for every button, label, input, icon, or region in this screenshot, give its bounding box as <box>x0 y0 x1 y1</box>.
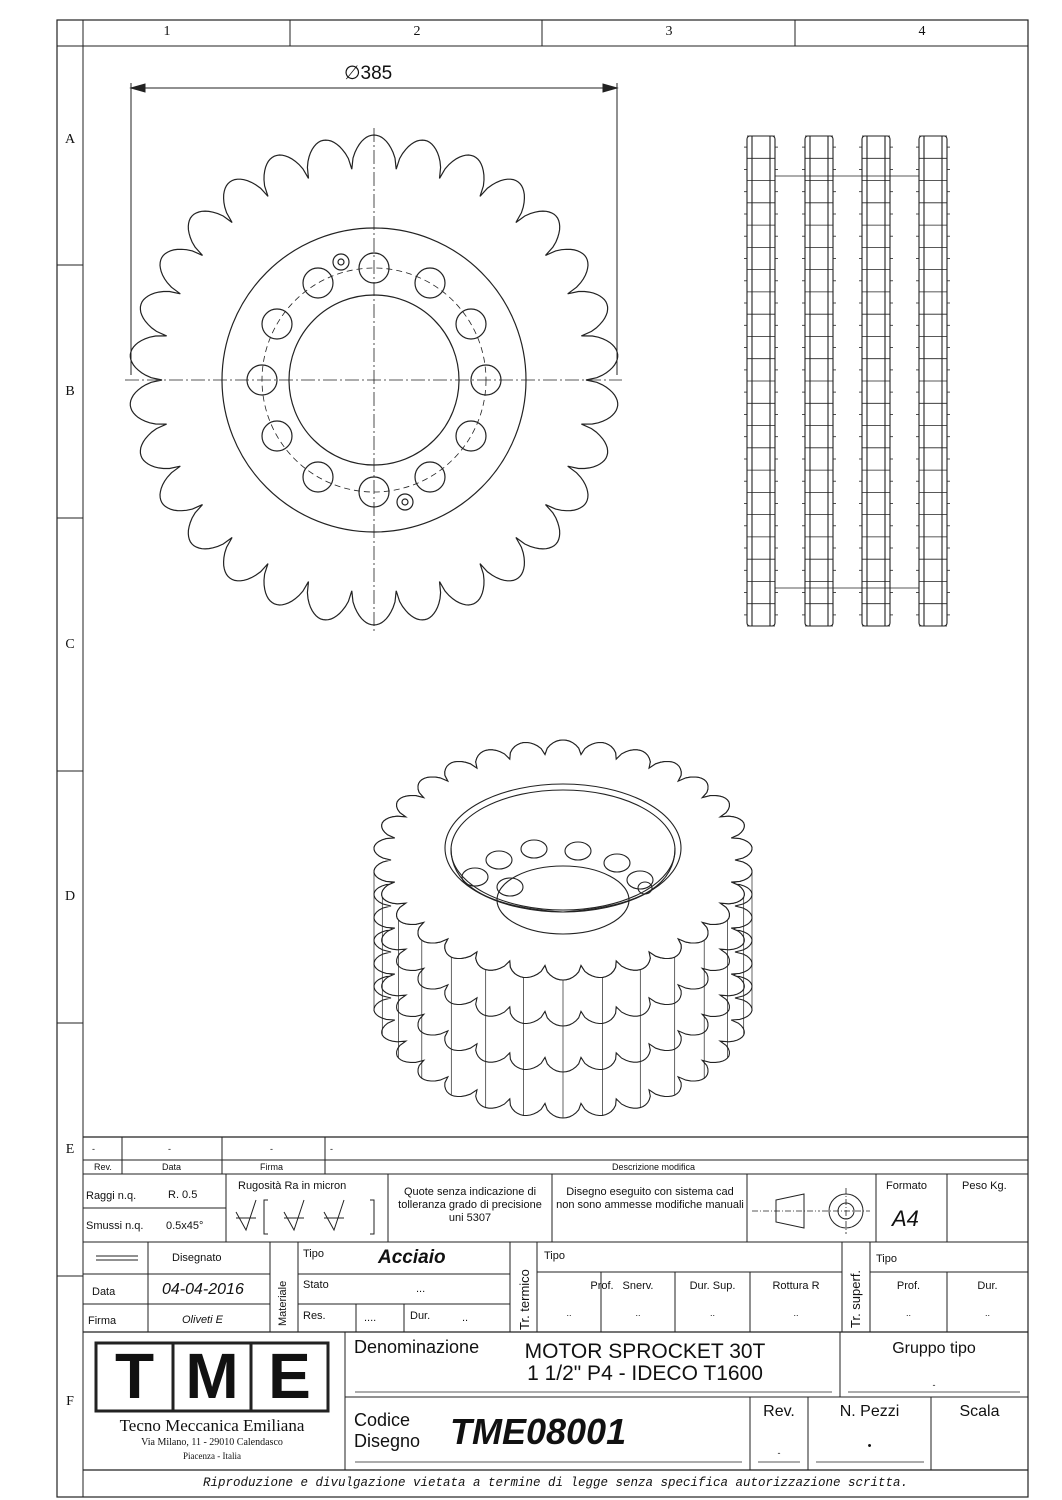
sprocket-front-view <box>125 128 622 632</box>
revision-cell: - <box>330 1144 333 1154</box>
thermal-depth-value: .. <box>566 1308 572 1318</box>
scale-label: Scala <box>959 1403 1000 1420</box>
piece-count-value: • <box>867 1440 872 1452</box>
thermal-surface-hardness-value: .. <box>709 1308 715 1318</box>
logo-letter-t: T <box>114 1340 155 1412</box>
thermal-treatment-label: Tr. termico <box>517 1269 532 1330</box>
sprocket-isometric-view <box>373 739 753 1119</box>
resistance-label: Res. <box>303 1310 326 1322</box>
surface-hardness-label: Dur. <box>977 1280 998 1292</box>
date-column-label: Data <box>162 1162 182 1172</box>
raggi-label: Raggi n.q. <box>86 1190 137 1202</box>
grid-row-c: C <box>65 637 75 652</box>
logo-letter-e: E <box>268 1340 311 1412</box>
drawing-code-label: Disegno <box>354 1431 421 1451</box>
resistance-value: .... <box>364 1312 377 1324</box>
thermal-type-label: Tipo <box>544 1250 565 1262</box>
signature-value: Oliveti E <box>182 1314 223 1326</box>
sprocket-side-view <box>744 135 950 627</box>
hardness-value: .. <box>462 1312 469 1324</box>
grid-col-2: 2 <box>413 24 421 39</box>
smussi-value: 0.5x45° <box>166 1220 204 1232</box>
company-address: Via Milano, 11 - 29010 Calendasco <box>141 1437 283 1448</box>
grid-col-4: 4 <box>918 24 926 39</box>
cad-note: Disegno eseguito con sistema cad non son… <box>556 1186 744 1211</box>
part-name-line-2: 1 1/2" P4 - IDECO T1600 <box>527 1362 763 1385</box>
rev-column-label: Rev. <box>94 1162 112 1172</box>
grid-row-e: E <box>65 1142 75 1157</box>
group-type-label: Gruppo tipo <box>892 1340 976 1357</box>
signature-column-label: Firma <box>260 1162 283 1172</box>
thermal-surface-hardness-label: Dur. Sup. <box>689 1280 736 1292</box>
surface-hardness-value: .. <box>984 1308 990 1318</box>
date-label: Data <box>92 1286 116 1298</box>
drawing-code-label: Codice <box>354 1410 411 1430</box>
raggi-value: R. 0.5 <box>168 1189 198 1201</box>
material-type-label: Tipo <box>303 1248 324 1260</box>
grid-row-a: A <box>64 132 76 147</box>
thermal-yield-label: Snerv. <box>622 1280 654 1292</box>
thermal-rupture-label: Rottura R <box>772 1280 820 1292</box>
denomination-label: Denominazione <box>354 1337 480 1357</box>
diameter-dimension <box>129 83 619 375</box>
revision-cell: - <box>168 1144 171 1154</box>
piece-count-label: N. Pezzi <box>839 1403 900 1420</box>
roughness-label: Rugosità Ra in micron <box>238 1180 347 1192</box>
revision-value: - <box>777 1448 781 1458</box>
grid-row-b: B <box>65 384 75 399</box>
drawing-code-value: TME08001 <box>450 1411 627 1452</box>
revision-cell: - <box>270 1144 273 1154</box>
revision-cell: - <box>92 1144 95 1154</box>
group-type-value: - <box>932 1380 936 1390</box>
format-label: Formato <box>886 1180 927 1192</box>
date-value: 04-04-2016 <box>162 1281 244 1298</box>
hardness-label: Dur. <box>410 1310 431 1322</box>
material-label: Materiale <box>277 1280 289 1326</box>
state-label: Stato <box>303 1279 329 1291</box>
copyright-notice: Riproduzione e divulgazione vietata a te… <box>202 1476 909 1490</box>
thermal-depth-label: Prof. <box>590 1280 614 1292</box>
tolerance-note: Quote senza indicazione di tolleranza gr… <box>398 1186 542 1224</box>
surface-depth-label: Prof. <box>896 1280 921 1292</box>
logo-letter-m: M <box>185 1340 239 1412</box>
state-value: ... <box>416 1283 426 1295</box>
signature-label: Firma <box>88 1315 117 1327</box>
company-name: Tecno Meccanica Emiliana <box>119 1416 305 1435</box>
part-name-line-1: MOTOR SPROCKET 30T <box>524 1340 766 1363</box>
weight-label: Peso Kg. <box>962 1180 1007 1192</box>
thermal-rupture-value: .. <box>793 1308 799 1318</box>
thermal-yield-value: .. <box>635 1308 641 1318</box>
company-city: Piacenza - Italia <box>183 1451 241 1461</box>
diameter-label: ∅385 <box>344 63 393 84</box>
drawn-by-label: Disegnato <box>172 1252 222 1264</box>
grid-col-3: 3 <box>665 24 673 39</box>
surface-treatment-label: Tr. superf. <box>848 1269 863 1328</box>
description-column-label: Descrizione modifica <box>612 1162 696 1172</box>
grid-col-1: 1 <box>163 24 171 39</box>
material-type-value: Acciaio <box>378 1247 446 1268</box>
format-value: A4 <box>892 1206 919 1231</box>
sprocket-drawing <box>125 83 950 1119</box>
revision-label: Rev. <box>763 1403 795 1420</box>
smussi-label: Smussi n.q. <box>86 1220 144 1232</box>
grid-row-f: F <box>66 1394 74 1409</box>
grid-row-d: D <box>64 889 76 904</box>
surface-depth-value: .. <box>905 1308 911 1318</box>
surface-type-label: Tipo <box>876 1253 897 1265</box>
